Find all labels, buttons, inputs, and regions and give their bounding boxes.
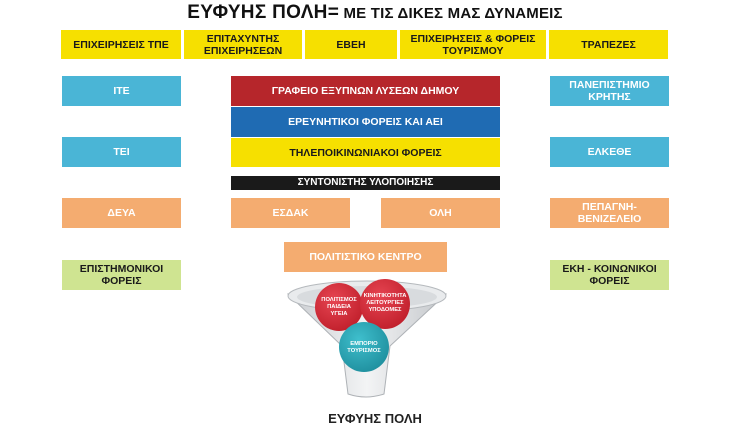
funnel-output-label: ΕΥΦΥΗΣ ΠΟΛΗ [328,411,422,426]
box-university-crete: ΠΑΝΕΠΙΣΤΗΜΙΟ ΚΡΗΤΗΣ [550,76,669,106]
box-pepagni-venizeleio: ΠΕΠΑΓΝΗ-ΒΕΝΙΖΕΛΕΙΟ [550,198,669,228]
title-main: ΕΥΦΥΗΣ ΠΟΛΗ= [187,2,340,23]
circle-commerce-tourism [339,322,389,372]
box-business-accelerator: ΕΠΙΤΑΧΥΝΤΗΣ ΕΠΙΧΕΙΡΗΣΕΩΝ [184,30,302,59]
box-evei: ΕΒΕΗ [305,30,397,59]
box-elkethe: ΕΛΚΕΘΕ [550,137,669,167]
box-telecom-bodies: ΤΗΛΕΠΟΙΚΙΝΩΝΙΑΚΟΙ ΦΟΡΕΙΣ [231,138,500,167]
circle-culture-education-health [315,283,363,331]
box-implementation-coordinator: ΣΥΝΤΟΝΙΣΤΗΣ ΥΛΟΠΟΙΗΣΗΣ [231,176,500,190]
funnel-rim [287,280,447,312]
box-cultural-center: ΠΟΛΙΤΙΣΤΙΚΟ ΚΕΝΤΡΟ [284,242,447,272]
circle-right-line-2: ΛΕΙΤΟΥΡΓΙΕΣ [366,300,404,306]
circle-left-line-1: ΠΟΛΙΤΙΣΜΟΣ [321,297,357,303]
circle-mobility-operations-infrastructure [360,279,410,329]
box-olh: ΟΛΗ [381,198,500,228]
box-ite: ΙΤΕ [62,76,181,106]
box-research-bodies: ΕΡΕΥΝΗΤΙΚΟΙ ΦΟΡΕΙΣ ΚΑΙ ΑΕΙ [231,107,500,137]
box-banks: ΤΡΑΠΕΖΕΣ [549,30,668,59]
box-eki-social-bodies: ΕΚΗ - ΚΟΙΝΩΝΙΚΟΙ ΦΟΡΕΙΣ [550,260,669,290]
box-ict-businesses: ΕΠΙΧΕΙΡΗΣΕΙΣ ΤΠΕ [61,30,181,59]
box-esdak: ΕΣΔΑΚ [231,198,350,228]
title-subtitle: ΜΕ ΤΙΣ ΔΙΚΕΣ ΜΑΣ ΔΥΝΑΜΕΙΣ [339,5,563,22]
box-deya: ΔΕΥΑ [62,198,181,228]
funnel-shape [286,285,448,398]
box-smart-solutions-office: ΓΡΑΦΕΙΟ ΕΞΥΠΝΩΝ ΛΥΣΕΩΝ ΔΗΜΟΥ [231,76,500,106]
box-scientific-bodies: ΕΠΙΣΤΗΜΟΝΙΚΟΙ ΦΟΡΕΙΣ [62,260,181,290]
box-tei: ΤΕΙ [62,137,181,167]
page-title: ΕΥΦΥΗΣ ΠΟΛΗ= ΜΕ ΤΙΣ ΔΙΚΕΣ ΜΑΣ ΔΥΝΑΜΕΙΣ [0,2,750,24]
circle-right-line-1: ΚΙΝΗΤΙΚΟΤΗΤΑ [364,293,408,299]
circle-bottom-line-1: ΕΜΠΟΡΙΟ [350,341,378,347]
circle-bottom-line-2: ΤΟΥΡΙΣΜΟΣ [347,348,381,354]
box-tourism-businesses: ΕΠΙΧΕΙΡΗΣΕΙΣ & ΦΟΡΕΙΣ ΤΟΥΡΙΣΜΟΥ [400,30,546,59]
circle-left-line-3: ΥΓΕΙΑ [330,311,348,317]
circle-left-line-2: ΠΑΙΔΕΙΑ [327,304,352,310]
circle-right-line-3: ΥΠΟΔΟΜΕΣ [368,307,402,313]
funnel-rim-inner [297,286,437,308]
